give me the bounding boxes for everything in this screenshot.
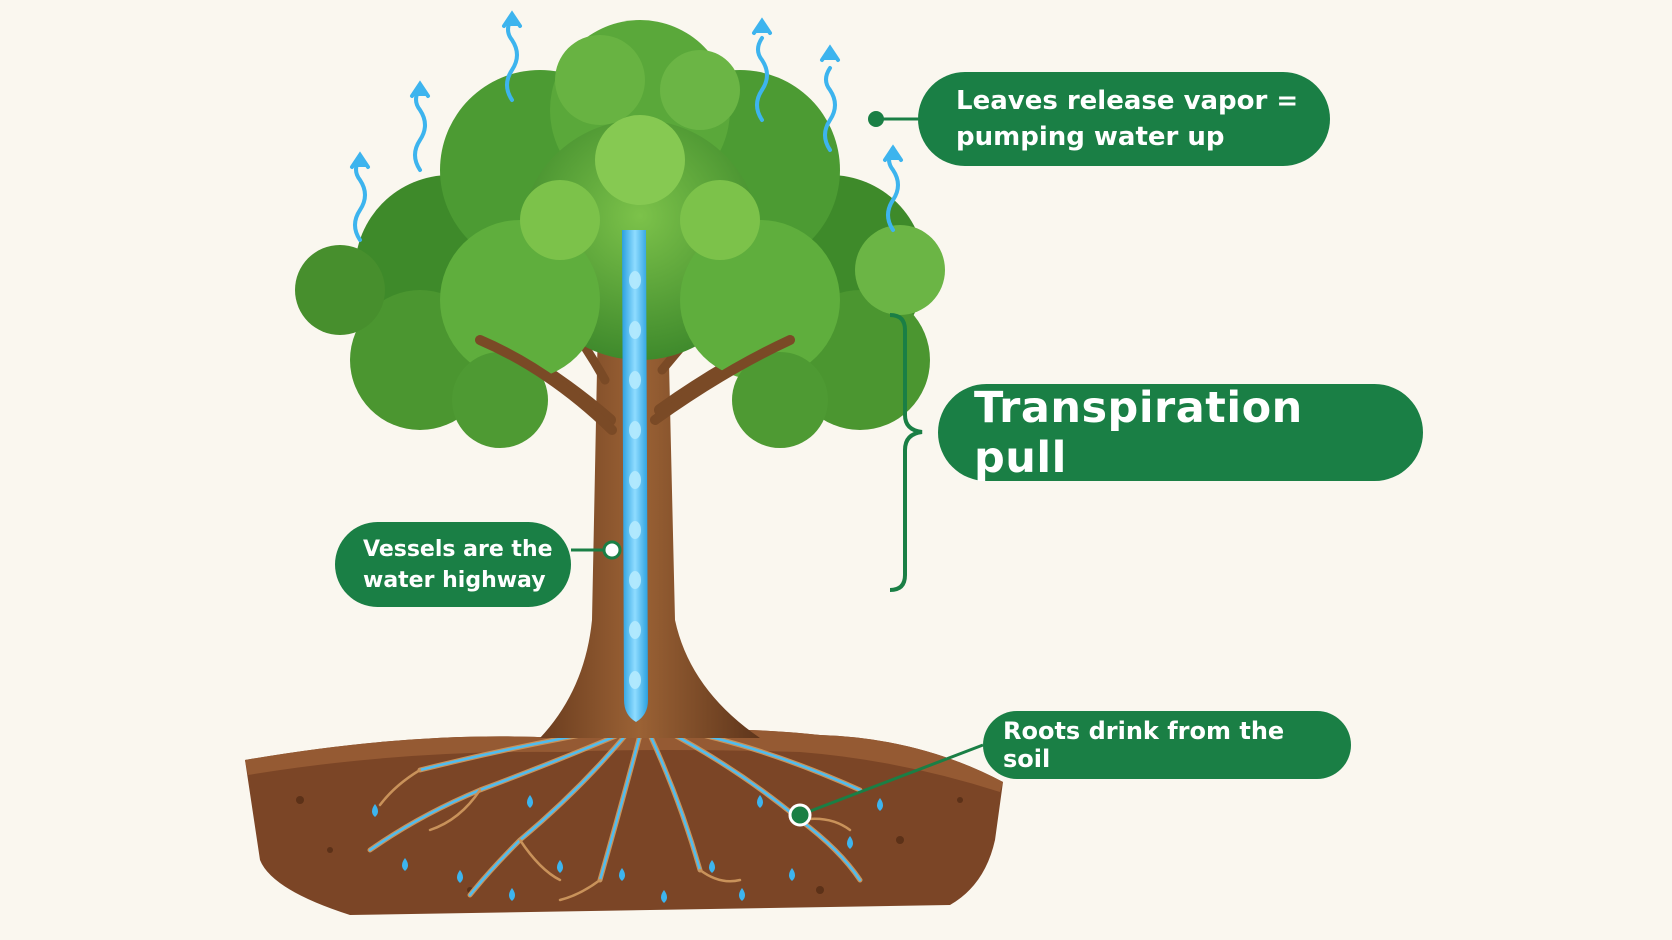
soil bbox=[245, 729, 1003, 915]
vapor-arrow-icon bbox=[752, 17, 772, 122]
soil-water-droplets bbox=[372, 795, 883, 903]
transpiration-bracket bbox=[889, 313, 923, 592]
leaves-callout-line2: pumping water up bbox=[956, 122, 1225, 152]
roots-callout: Roots drink from the soil bbox=[983, 711, 1351, 779]
callout-connectors bbox=[571, 111, 984, 827]
vapor-arrow-icon bbox=[350, 151, 370, 242]
canopy bbox=[295, 20, 945, 448]
transpiration-pull-callout: Transpiration pull bbox=[938, 382, 1423, 483]
leaves-callout-line1: Leaves release vapor = bbox=[956, 86, 1299, 116]
vapor-arrow-icon bbox=[820, 44, 840, 152]
roots-callout-label: Roots drink from the soil bbox=[1003, 717, 1285, 773]
vapor-arrows bbox=[350, 10, 903, 242]
vessels-callout-line1: Vessels are the bbox=[363, 536, 553, 562]
transpiration-pull-label: Transpiration pull bbox=[974, 382, 1303, 483]
vapor-arrow-icon bbox=[502, 10, 522, 102]
vessels-callout: Vessels are the water highway bbox=[335, 522, 571, 607]
vessels-callout-line2: water highway bbox=[363, 567, 546, 593]
vapor-arrow-icon bbox=[883, 144, 903, 232]
vapor-arrow-icon bbox=[410, 80, 430, 172]
xylem-water-channel bbox=[622, 230, 648, 722]
leaves-vapor-callout: Leaves release vapor = pumping water up bbox=[918, 72, 1330, 166]
